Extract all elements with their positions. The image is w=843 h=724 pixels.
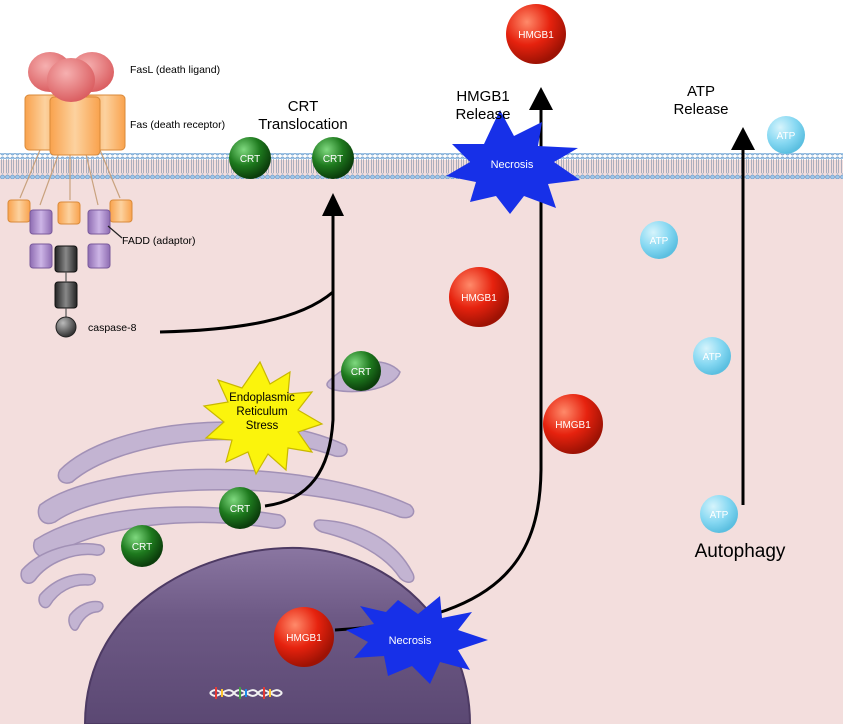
necrosis-starburst-bottom	[346, 596, 488, 684]
caspase-8-label: caspase-8	[88, 322, 137, 334]
svg-text:CRT: CRT	[132, 542, 152, 553]
crt-molecule-5: CRT	[121, 525, 163, 567]
atp-release-arrow	[731, 127, 755, 505]
crt-molecule-1: CRT	[229, 137, 271, 179]
hmgb1-release-title-1: HMGB1	[456, 88, 509, 105]
atp-molecule-2: ATP	[640, 221, 678, 259]
fadd-adaptor	[7, 199, 133, 309]
dna-icon	[209, 687, 283, 699]
crt-translocation-title-2: Translocation	[258, 116, 348, 133]
crt-molecule-3: CRT	[341, 351, 381, 391]
crt-molecule-2: CRT	[312, 137, 354, 179]
er-stress-starburst	[202, 360, 324, 476]
atp-release-title-2: Release	[673, 101, 728, 118]
plasma-membrane	[0, 153, 843, 179]
svg-text:HMGB1: HMGB1	[461, 293, 497, 304]
crt-molecule-4: CRT	[219, 487, 261, 529]
svg-text:CRT: CRT	[323, 154, 343, 165]
crt-translocation-arrow	[159, 193, 344, 508]
atp-molecule-4: ATP	[700, 495, 738, 533]
extracellular-space	[0, 0, 843, 160]
fasl-label: FasL (death ligand)	[130, 64, 220, 76]
caspase-8-molecule	[55, 316, 77, 338]
fasl-ligand	[28, 52, 114, 102]
svg-text:ATP: ATP	[650, 236, 669, 247]
svg-text:CRT: CRT	[230, 504, 250, 515]
hmgb1-molecule-2: HMGB1	[449, 267, 509, 327]
hmgb1-molecule-4: HMGB1	[274, 607, 334, 667]
er-stress-label-1: Endoplasmic	[229, 392, 295, 404]
necrosis-label-bottom: Necrosis	[389, 635, 432, 647]
fas-receptor-complex	[7, 52, 133, 338]
fas-label: Fas (death receptor)	[130, 119, 225, 131]
hmgb1-molecule-3: HMGB1	[543, 394, 603, 454]
atp-molecule-3: ATP	[693, 337, 731, 375]
fadd-label: FADD (adaptor)	[122, 235, 196, 247]
svg-text:ATP: ATP	[710, 510, 729, 521]
autophagy-label: Autophagy	[695, 541, 786, 562]
atp-molecule-1: ATP	[767, 116, 805, 154]
fas-receptor	[24, 94, 126, 156]
svg-text:ATP: ATP	[777, 131, 796, 142]
hmgb1-molecule-1: HMGB1	[506, 4, 566, 64]
svg-text:HMGB1: HMGB1	[518, 30, 554, 41]
hmgb1-release-title-2: Release	[455, 106, 510, 123]
svg-text:CRT: CRT	[351, 367, 371, 378]
crt-translocation-title-1: CRT	[288, 98, 319, 115]
svg-text:HMGB1: HMGB1	[286, 633, 322, 644]
svg-text:HMGB1: HMGB1	[555, 420, 591, 431]
svg-text:ATP: ATP	[703, 352, 722, 363]
necrosis-label-top: Necrosis	[491, 159, 534, 171]
necrosis-starburst-top	[446, 110, 580, 214]
er-stress-label-2: Reticulum	[236, 406, 287, 418]
er-stress-label-3: Stress	[246, 420, 279, 432]
atp-release-title-1: ATP	[687, 83, 715, 100]
svg-text:CRT: CRT	[240, 154, 260, 165]
